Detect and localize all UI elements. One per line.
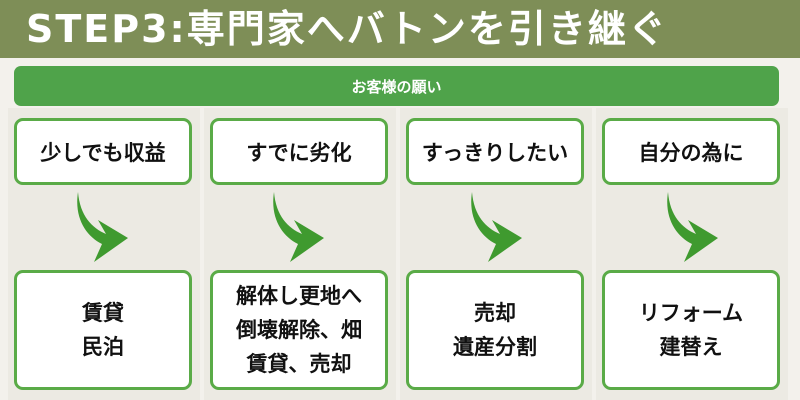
- option-line: 遺産分割: [453, 335, 537, 359]
- option-line: 賃貸、売却: [246, 352, 352, 376]
- banner-label: お客様の願い: [351, 77, 442, 96]
- option-card-3: 売却 遺産分割: [406, 270, 584, 390]
- title-bar: STEP3:専門家へバトンを引き継ぐ: [0, 0, 800, 58]
- wish-label: すでに劣化: [246, 140, 352, 165]
- wish-card-3: すっきりしたい: [406, 118, 584, 185]
- option-card-4: リフォーム 建替え: [602, 270, 780, 390]
- down-arrow-icon: [471, 192, 522, 262]
- option-card-1: 賃貸 民泊: [14, 270, 192, 390]
- wish-label: すっきりしたい: [421, 140, 569, 165]
- option-line: 建替え: [659, 335, 723, 359]
- down-arrow-icon: [667, 192, 718, 262]
- option-card-2: 解体し更地へ 倒壊解除、畑 賃貸、売却: [210, 270, 388, 390]
- page-title: STEP3:専門家へバトンを引き継ぐ: [26, 7, 668, 51]
- down-arrow-icon: [273, 192, 324, 262]
- wish-card-1: 少しでも収益: [14, 118, 192, 185]
- down-arrow-icon: [77, 192, 128, 262]
- option-line: リフォーム: [638, 301, 744, 325]
- wish-label: 少しでも収益: [40, 140, 166, 165]
- option-line: 解体し更地へ: [236, 284, 362, 308]
- option-line: 民泊: [82, 335, 124, 359]
- wish-card-2: すでに劣化: [210, 118, 388, 185]
- option-line: 賃貸: [82, 301, 124, 325]
- wish-card-4: 自分の為に: [602, 118, 780, 185]
- wish-label: 自分の為に: [638, 140, 744, 165]
- customer-wishes-banner: お客様の願い: [14, 66, 779, 106]
- option-line: 売却: [474, 301, 516, 325]
- option-line: 倒壊解除、畑: [236, 318, 362, 342]
